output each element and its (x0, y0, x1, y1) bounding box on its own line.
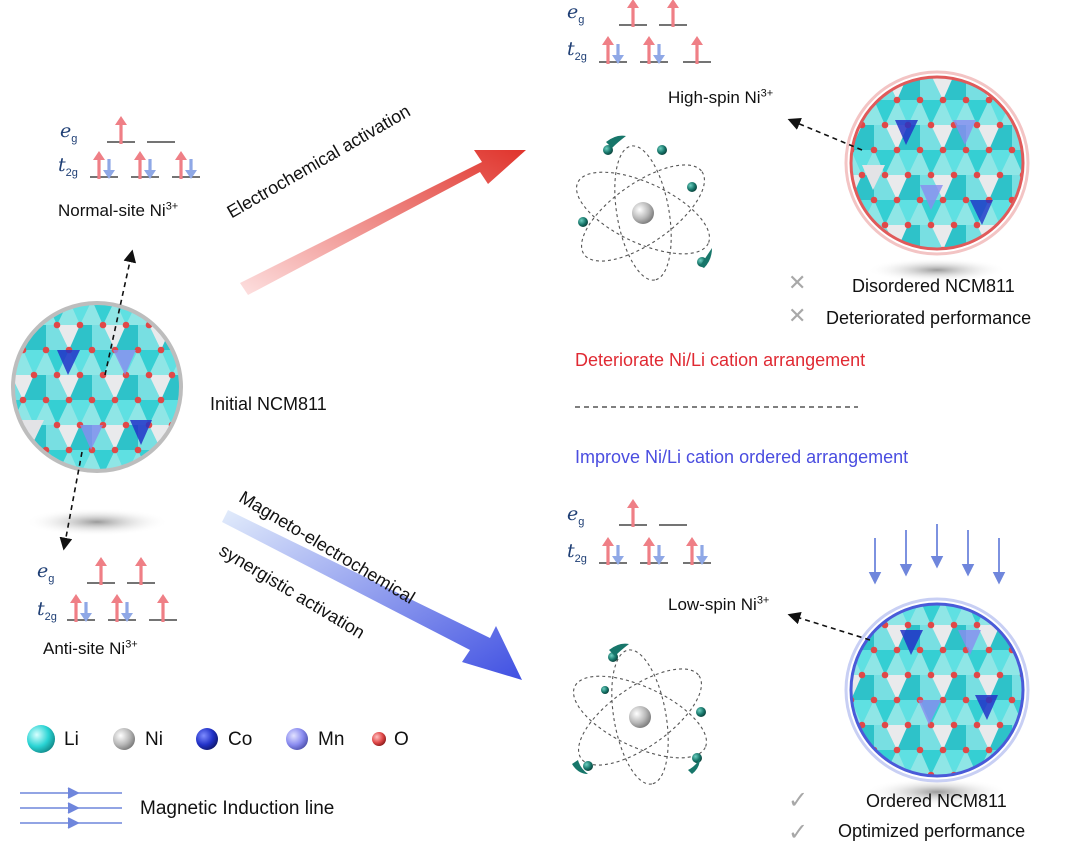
legend-ni-label: Ni (145, 729, 163, 750)
cross-icon-2: ✕ (788, 304, 807, 329)
normal-eg-spin-up-0 (115, 116, 127, 144)
high-t2g-spin-down-1 (653, 44, 665, 64)
eg-label-low: eg (567, 503, 585, 528)
anti-eg-spin-up-0 (95, 557, 107, 585)
legend-swatches (27, 725, 386, 753)
anti-t2g-spin-up-0 (70, 594, 82, 622)
initial-crystal (11, 301, 183, 536)
high-t2g-spin-up-0 (602, 36, 614, 64)
anti-t2g-spin-up-2 (157, 594, 169, 622)
magnetic-field-arrows (868, 524, 1006, 585)
eg-label-anti: eg (37, 560, 55, 585)
magnetic-induction-label: Magnetic Induction line (140, 798, 335, 819)
initial-ncm811-label: Initial NCM811 (210, 394, 327, 414)
t2g-label-normal: t2g (58, 154, 78, 179)
deteriorate-statement: Deteriorate Ni/Li cation arrangement (575, 350, 866, 370)
deteriorated-label: Deteriorated performance (826, 308, 1032, 328)
legend-co-sphere (196, 728, 218, 750)
magnetic-induction-lines-icon (20, 787, 122, 829)
low-t2g-spin-up-2 (686, 537, 698, 565)
t2g-label-anti: t2g (37, 598, 57, 623)
spin-diagrams (67, 0, 711, 622)
high-spin-label: High-spin Ni3+ (668, 87, 774, 107)
legend-mn-label: Mn (318, 729, 345, 750)
atom-low-spin (572, 643, 708, 785)
low-t2g-spin-up-1 (643, 537, 655, 565)
ordered-crystal (844, 597, 1030, 806)
high-t2g-spin-up-1 (643, 36, 655, 64)
check-icon-1: ✓ (788, 786, 809, 814)
optimized-label: Optimized performance (838, 821, 1026, 841)
low-t2g-spin-down-0 (612, 545, 624, 565)
anti-t2g-spin-down-1 (121, 602, 133, 622)
dashed-arrow-up (104, 249, 137, 376)
check-icon-2: ✓ (788, 818, 809, 846)
t2g-label-low: t2g (567, 540, 587, 565)
normal-t2g-spin-up-0 (93, 151, 105, 179)
low-t2g-spin-down-2 (696, 545, 708, 565)
high-eg-spin-up-1 (667, 0, 679, 27)
eg-label-normal: eg (60, 120, 78, 145)
normal-t2g-spin-up-1 (134, 151, 146, 179)
legend-li-sphere (27, 725, 55, 753)
legend-o-sphere (372, 732, 386, 746)
disordered-crystal (844, 70, 1030, 282)
atom-high-spin (575, 135, 712, 281)
anti-t2g-spin-up-1 (111, 594, 123, 622)
high-t2g-spin-down-0 (612, 44, 624, 64)
improve-statement: Improve Ni/Li cation ordered arrangement (575, 447, 909, 467)
t2g-label-high: t2g (567, 38, 587, 63)
low-spin-label: Low-spin Ni3+ (668, 594, 770, 614)
legend-ni-sphere (113, 728, 135, 750)
normal-t2g-spin-down-1 (144, 159, 156, 179)
low-eg-spin-up-0 (627, 499, 639, 527)
high-t2g-spin-up-2 (691, 36, 703, 64)
eg-label-high: eg (567, 1, 585, 26)
legend-li-label: Li (64, 729, 79, 750)
cross-icon-1: ✕ (788, 271, 807, 296)
dashed-arrow-low (787, 611, 871, 641)
normal-t2g-spin-up-2 (175, 151, 187, 179)
magneto-arrow (222, 510, 522, 680)
ordered-label: Ordered NCM811 (866, 791, 1007, 811)
normal-t2g-spin-down-2 (185, 159, 197, 179)
dashed-arrow-high (787, 118, 863, 151)
electrochemical-arrow (240, 150, 526, 295)
low-t2g-spin-down-1 (653, 545, 665, 565)
anti-eg-spin-up-1 (135, 557, 147, 585)
legend-co-label: Co (228, 729, 253, 750)
low-t2g-spin-up-0 (602, 537, 614, 565)
anti-t2g-spin-down-0 (80, 602, 92, 622)
anti-site-label: Anti-site Ni3+ (43, 638, 138, 658)
dashed-arrow-down (59, 451, 83, 551)
disordered-label: Disordered NCM811 (852, 276, 1015, 296)
legend-o-label: O (394, 729, 409, 750)
normal-site-label: Normal-site Ni3+ (58, 200, 179, 220)
high-eg-spin-up-0 (627, 0, 639, 27)
legend-mn-sphere (286, 728, 308, 750)
normal-t2g-spin-down-0 (103, 159, 115, 179)
